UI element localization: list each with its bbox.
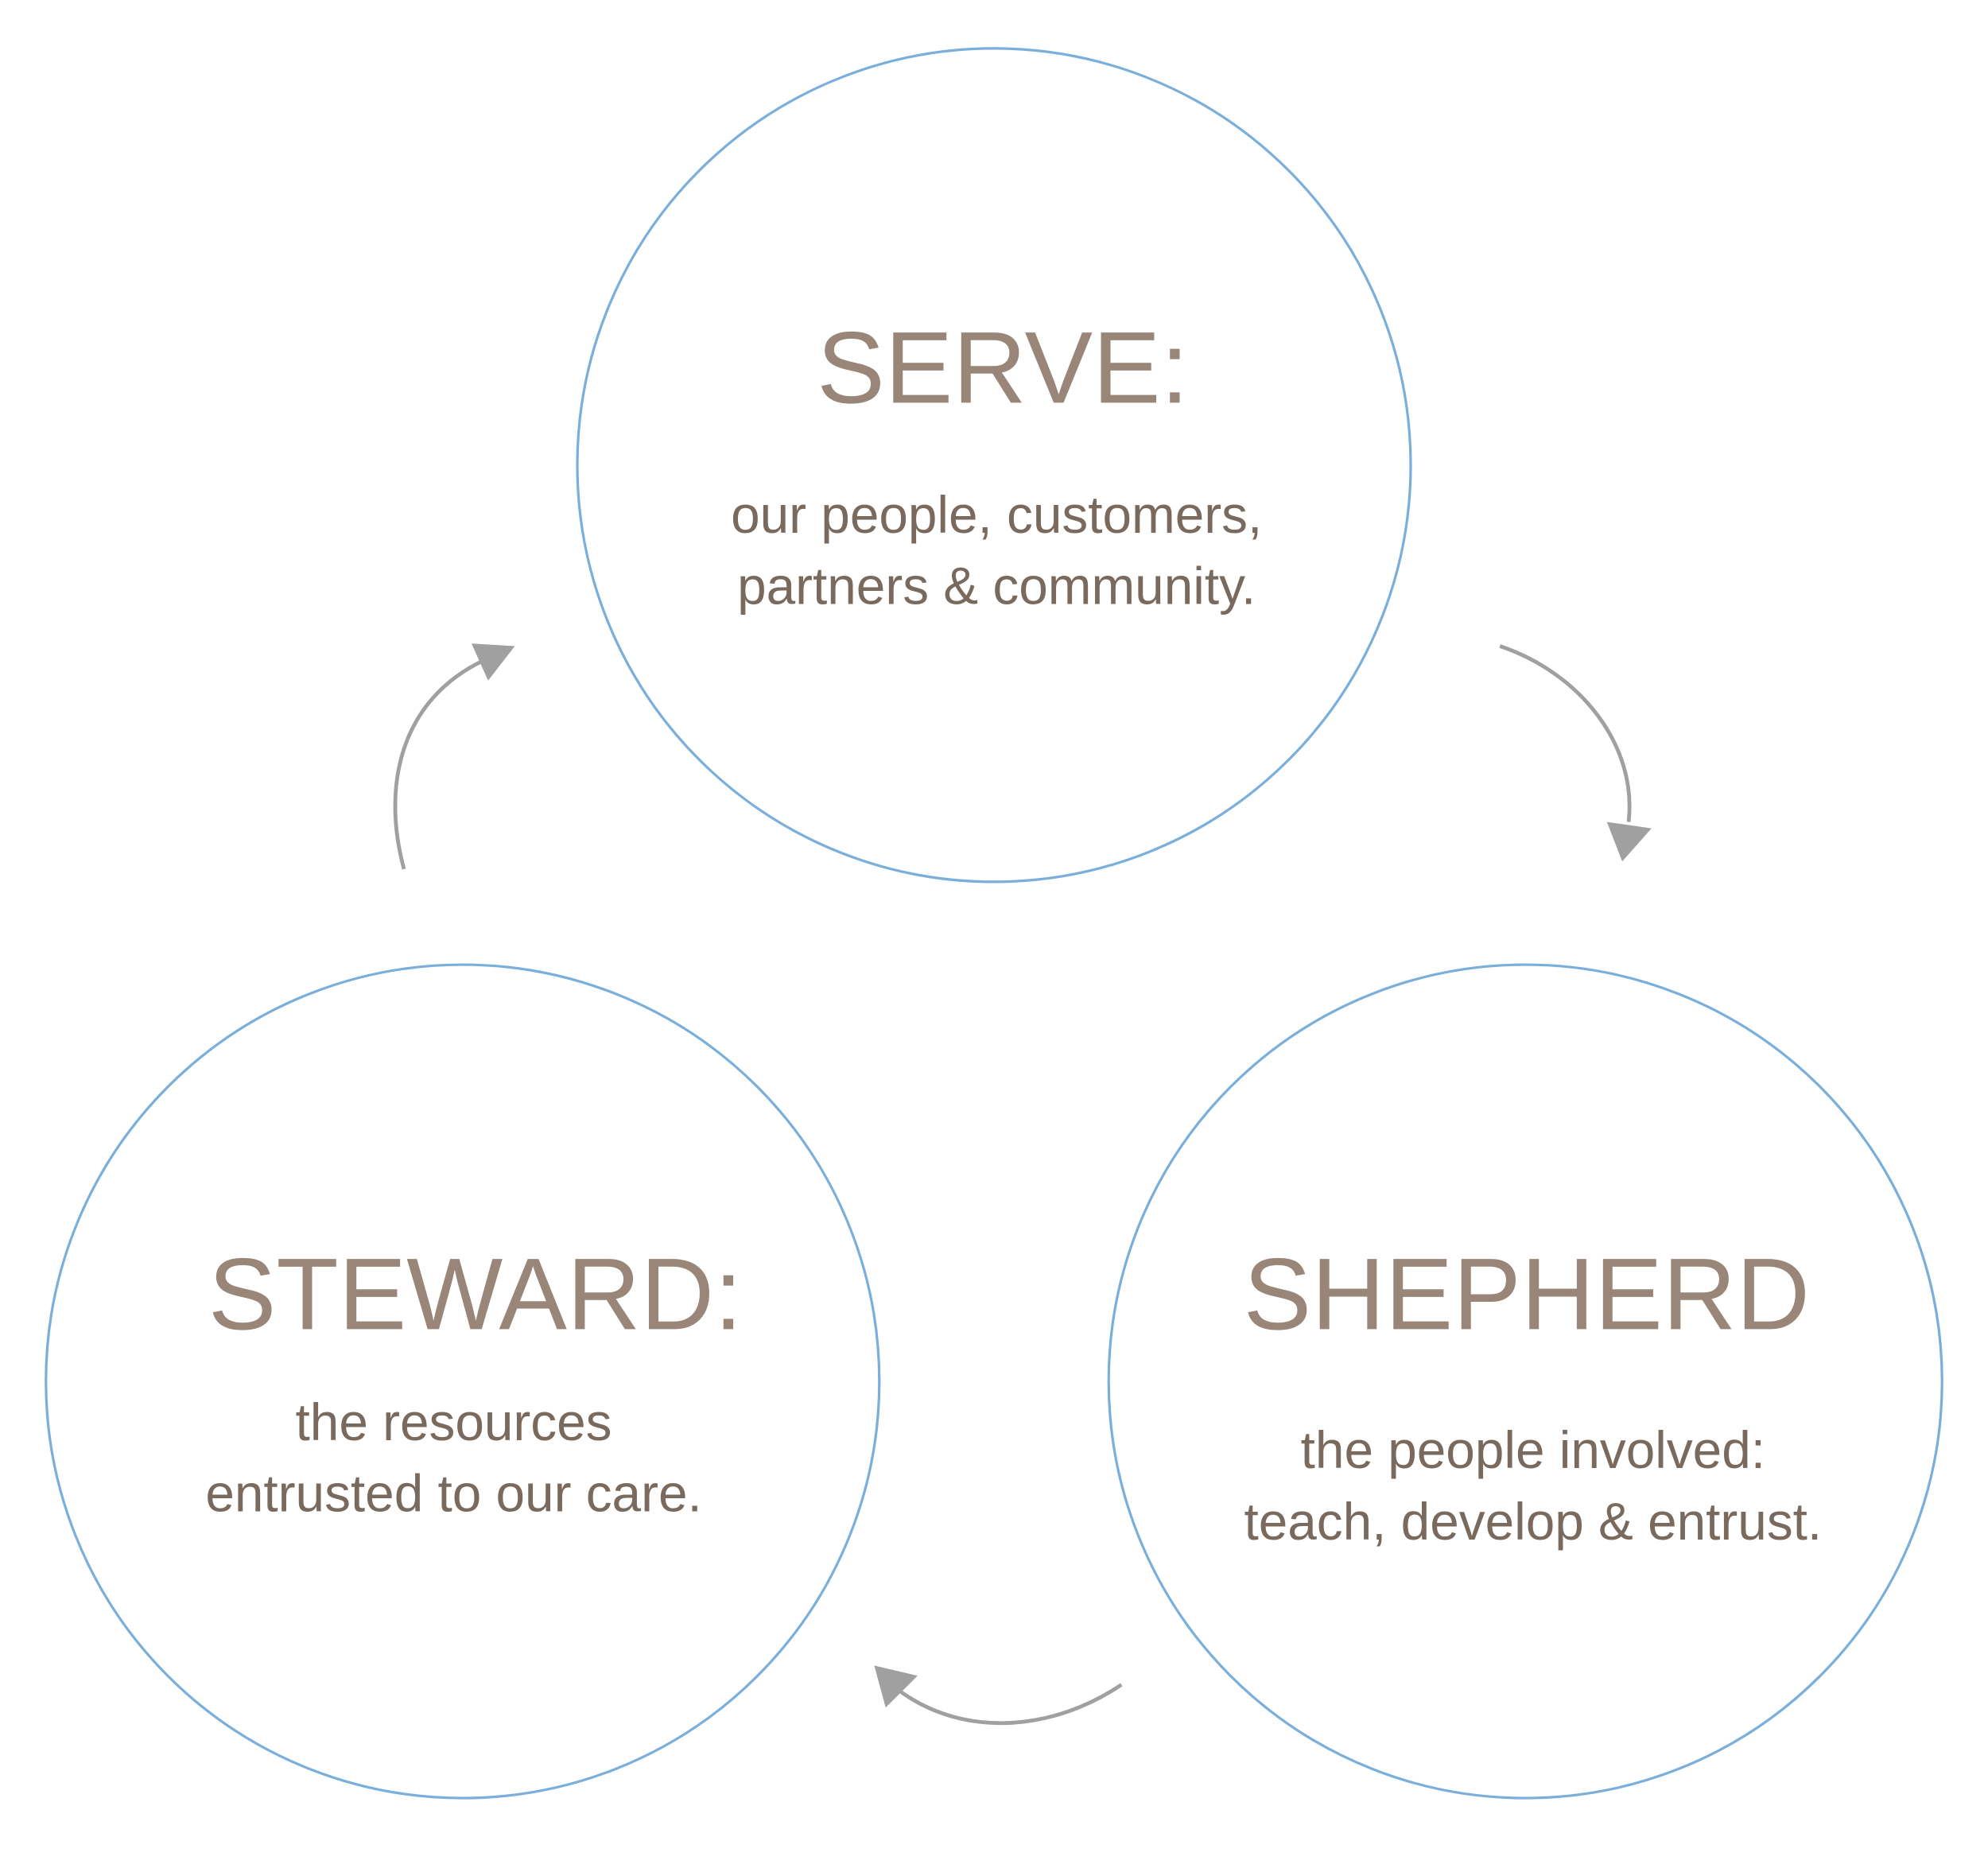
shepherd-line-2: teach, develop & entrust. [1244,1493,1823,1551]
serve-title: SERVE: [817,311,1189,425]
node-shepherd: SHEPHERD the people involved: teach, dev… [1107,963,1943,1800]
arrow-serve-to-shepherd-head [1606,821,1652,862]
arrow-shepherd-to-steward-head [874,1665,918,1708]
shepherd-circle [1107,963,1943,1800]
node-steward: STEWARD: the resources entrusted to our … [45,963,881,1800]
arrow-shepherd-to-steward-curve [899,1683,1123,1726]
arrow-steward-to-serve-head [471,643,515,681]
steward-line-2: entrusted to our care. [205,1465,701,1523]
shepherd-title: SHEPHERD [1244,1237,1810,1351]
arrow-steward-to-serve [393,643,515,870]
steward-title: STEWARD: [208,1237,743,1351]
steward-circle [45,963,881,1800]
node-serve: SERVE: our people, customers, partners &… [576,47,1412,884]
arrow-steward-to-serve-curve [393,658,486,870]
serve-circle [576,47,1412,884]
arrow-serve-to-shepherd [1499,644,1652,862]
serve-line-2: partners & community. [737,557,1256,616]
arrow-serve-to-shepherd-curve [1499,644,1632,822]
shepherd-line-1: the people involved: [1301,1421,1765,1479]
serve-line-1: our people, customers, [731,486,1262,544]
arrow-shepherd-to-steward [874,1665,1123,1726]
steward-line-1: the resources [296,1393,612,1451]
